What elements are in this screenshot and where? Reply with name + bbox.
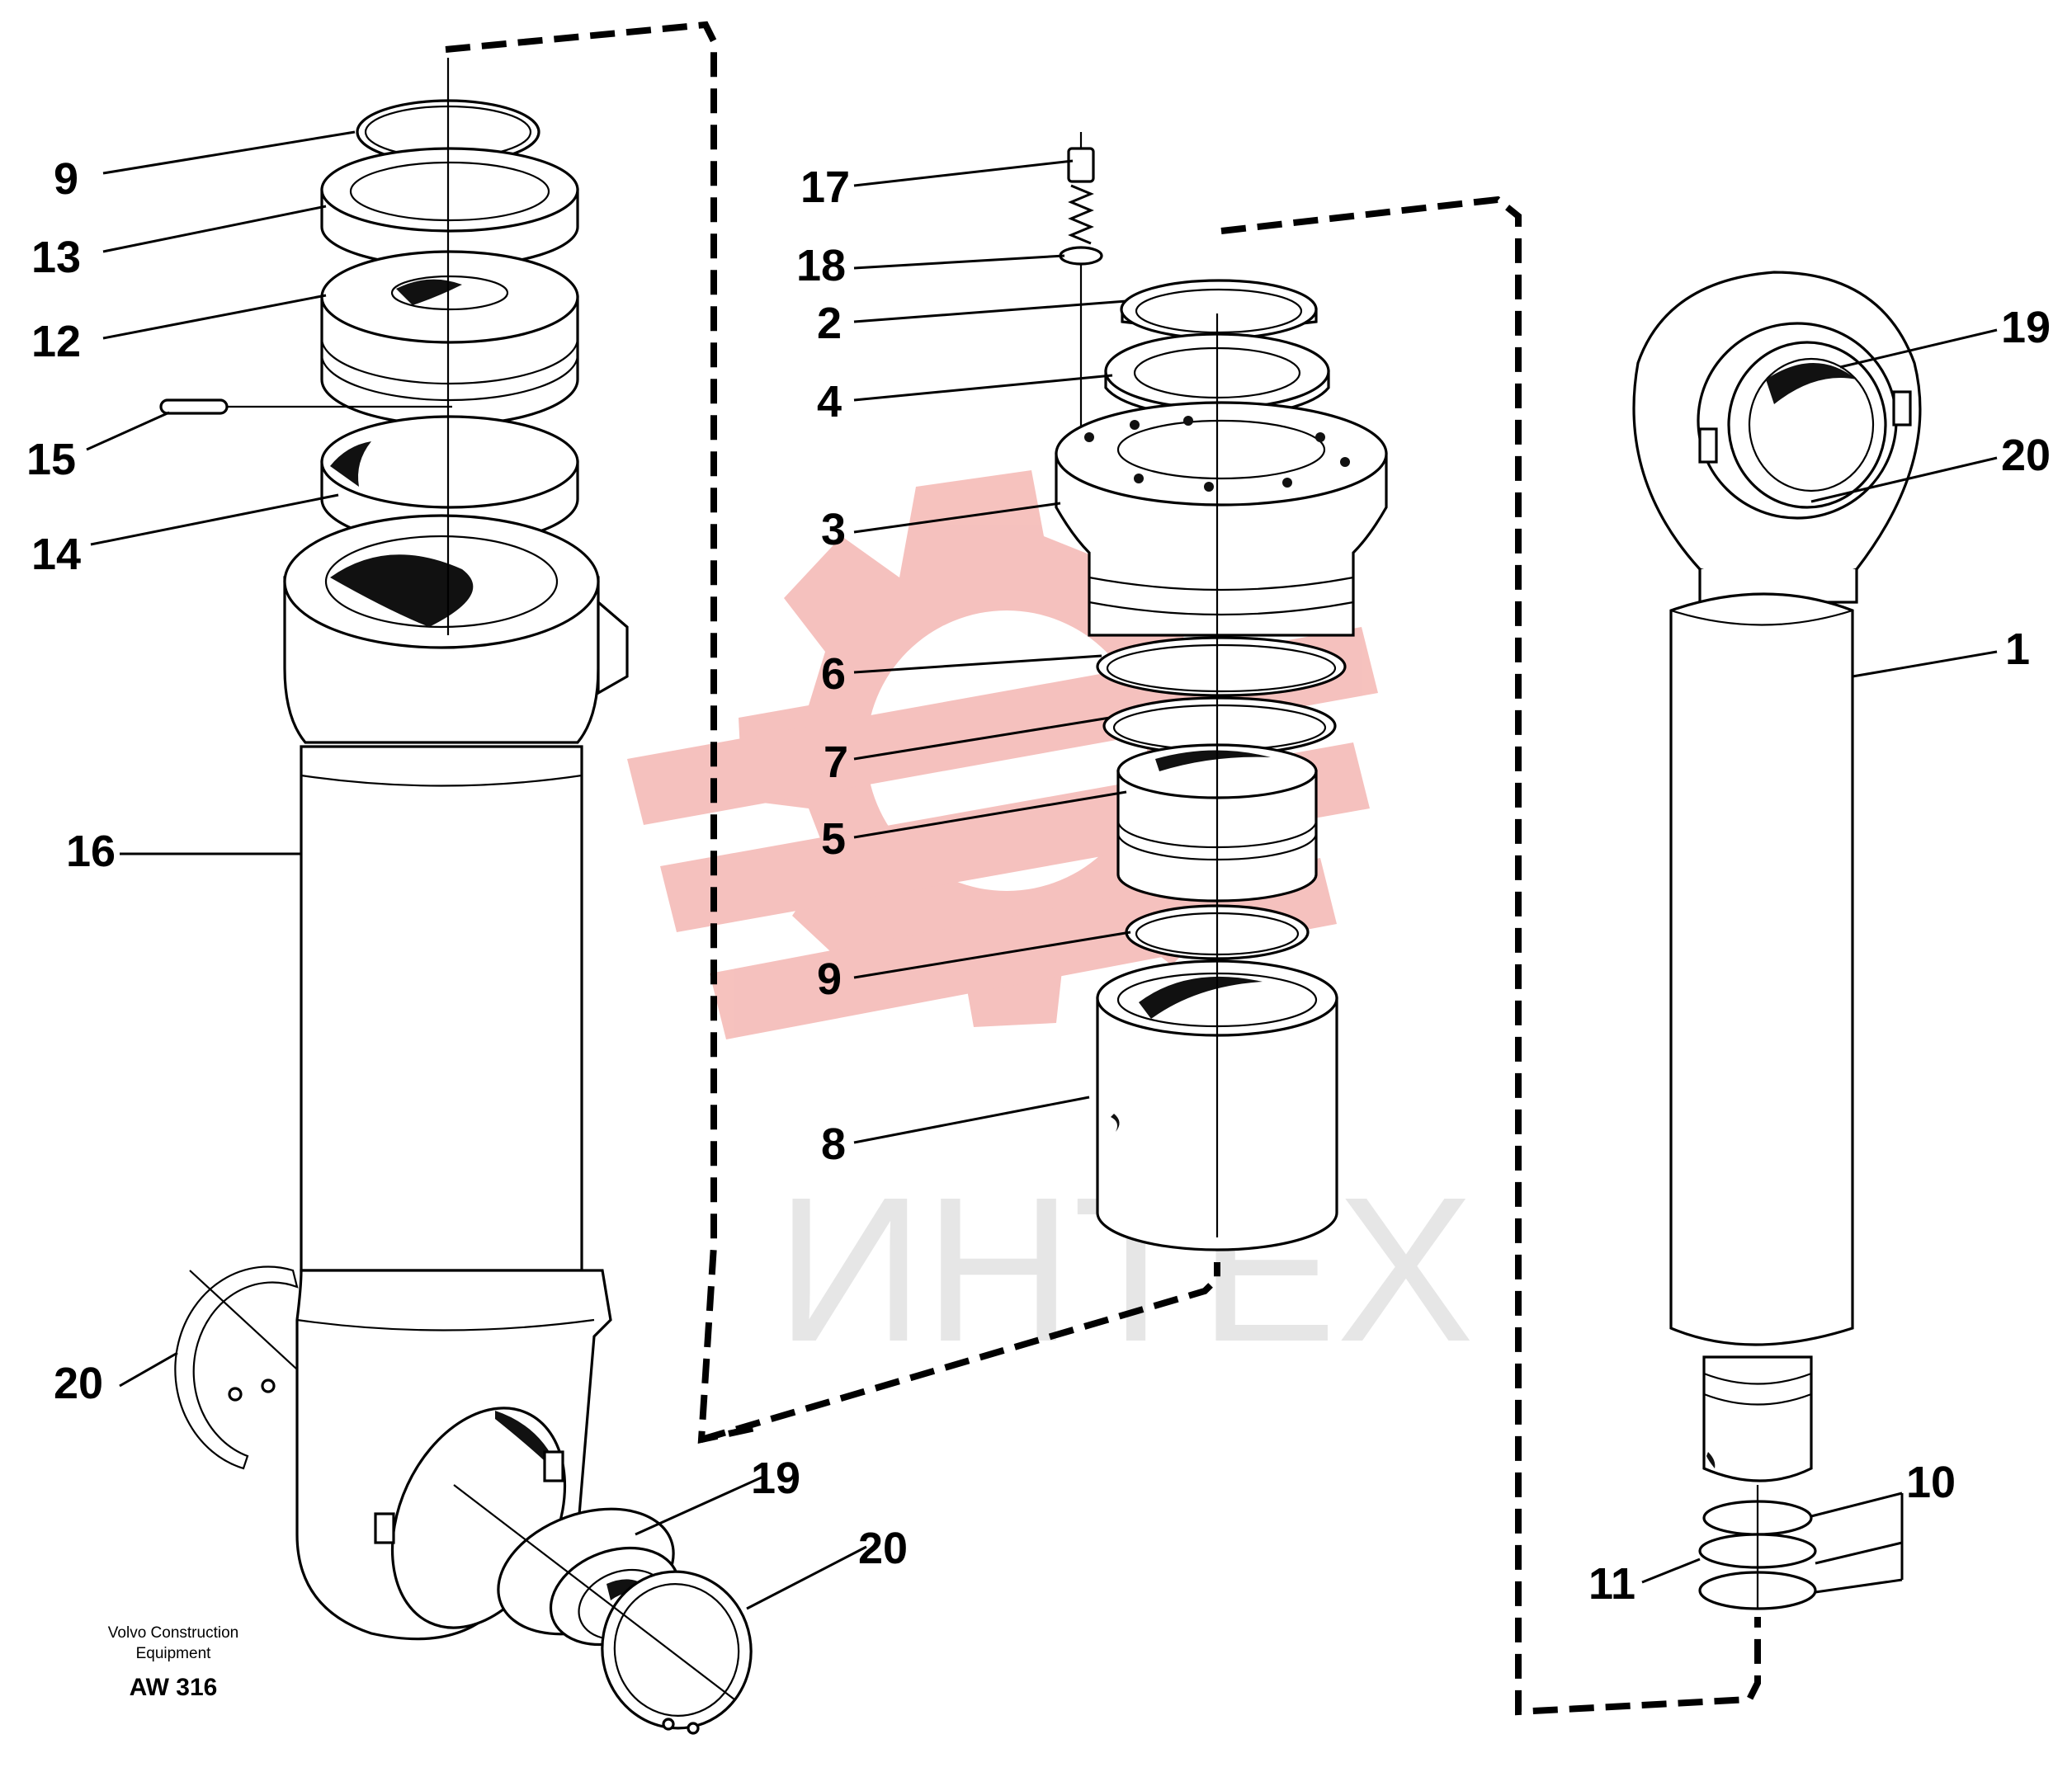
part-6-ring [1096,636,1347,697]
caption-code: AW 316 [130,1674,218,1701]
label-10: 10 [1906,1458,1956,1507]
rod-eye [1632,271,1922,604]
label-8: 8 [821,1119,846,1169]
label-20-bottom: 20 [858,1524,908,1573]
part-7-ring [1102,696,1337,756]
part-2-wiper [1120,279,1318,340]
cylinder-head [283,514,629,744]
part-13-seal [320,147,579,268]
tube-body [300,745,583,1272]
part-17-screw [1067,132,1095,245]
label-20-eye: 20 [2001,431,2051,480]
rod-end [1702,1355,1813,1482]
label-2: 2 [817,299,842,348]
part-20-circlip-bottom [453,1484,753,1735]
head-parts-assembly [1055,132,1388,1251]
caption-line2: Equipment [136,1645,212,1662]
part-3-head [1055,401,1388,637]
part-15-pin [159,398,452,415]
label-16: 16 [66,827,116,876]
part-20-circlip-left [174,1265,299,1470]
leader-lines [86,130,1998,1610]
label-17: 17 [800,163,850,212]
caption: Volvo Construction Equipment AW 316 [108,1624,238,1701]
cylinder-tube-assembly [159,58,753,1735]
label-5: 5 [821,814,846,864]
label-1: 1 [2005,624,2030,674]
group-frame-middle [700,196,1761,1716]
part-12-guide [320,250,579,427]
rod-body [1669,592,1854,1346]
label-9-middle: 9 [817,954,842,1004]
label-20-left: 20 [54,1359,103,1408]
part-10-11-rings [1698,1485,1817,1610]
label-18: 18 [796,241,846,290]
label-3: 3 [821,505,846,554]
caption-line1: Volvo Construction [108,1624,238,1642]
label-6: 6 [821,649,846,699]
label-13: 13 [31,233,81,282]
label-19-bottom: 19 [751,1454,800,1503]
part-18-washer [1059,246,1103,266]
label-7: 7 [824,738,848,787]
label-12: 12 [31,317,81,366]
label-9-top: 9 [54,154,78,204]
label-11: 11 [1588,1559,1635,1609]
label-15: 15 [26,435,76,484]
label-4: 4 [817,377,842,427]
part-labels: 9 13 12 15 14 16 20 19 20 17 18 2 4 3 6 … [26,154,2051,1609]
label-14: 14 [31,530,81,579]
label-19-eye: 19 [2001,303,2051,352]
piston-rod-assembly [1632,271,1922,1610]
